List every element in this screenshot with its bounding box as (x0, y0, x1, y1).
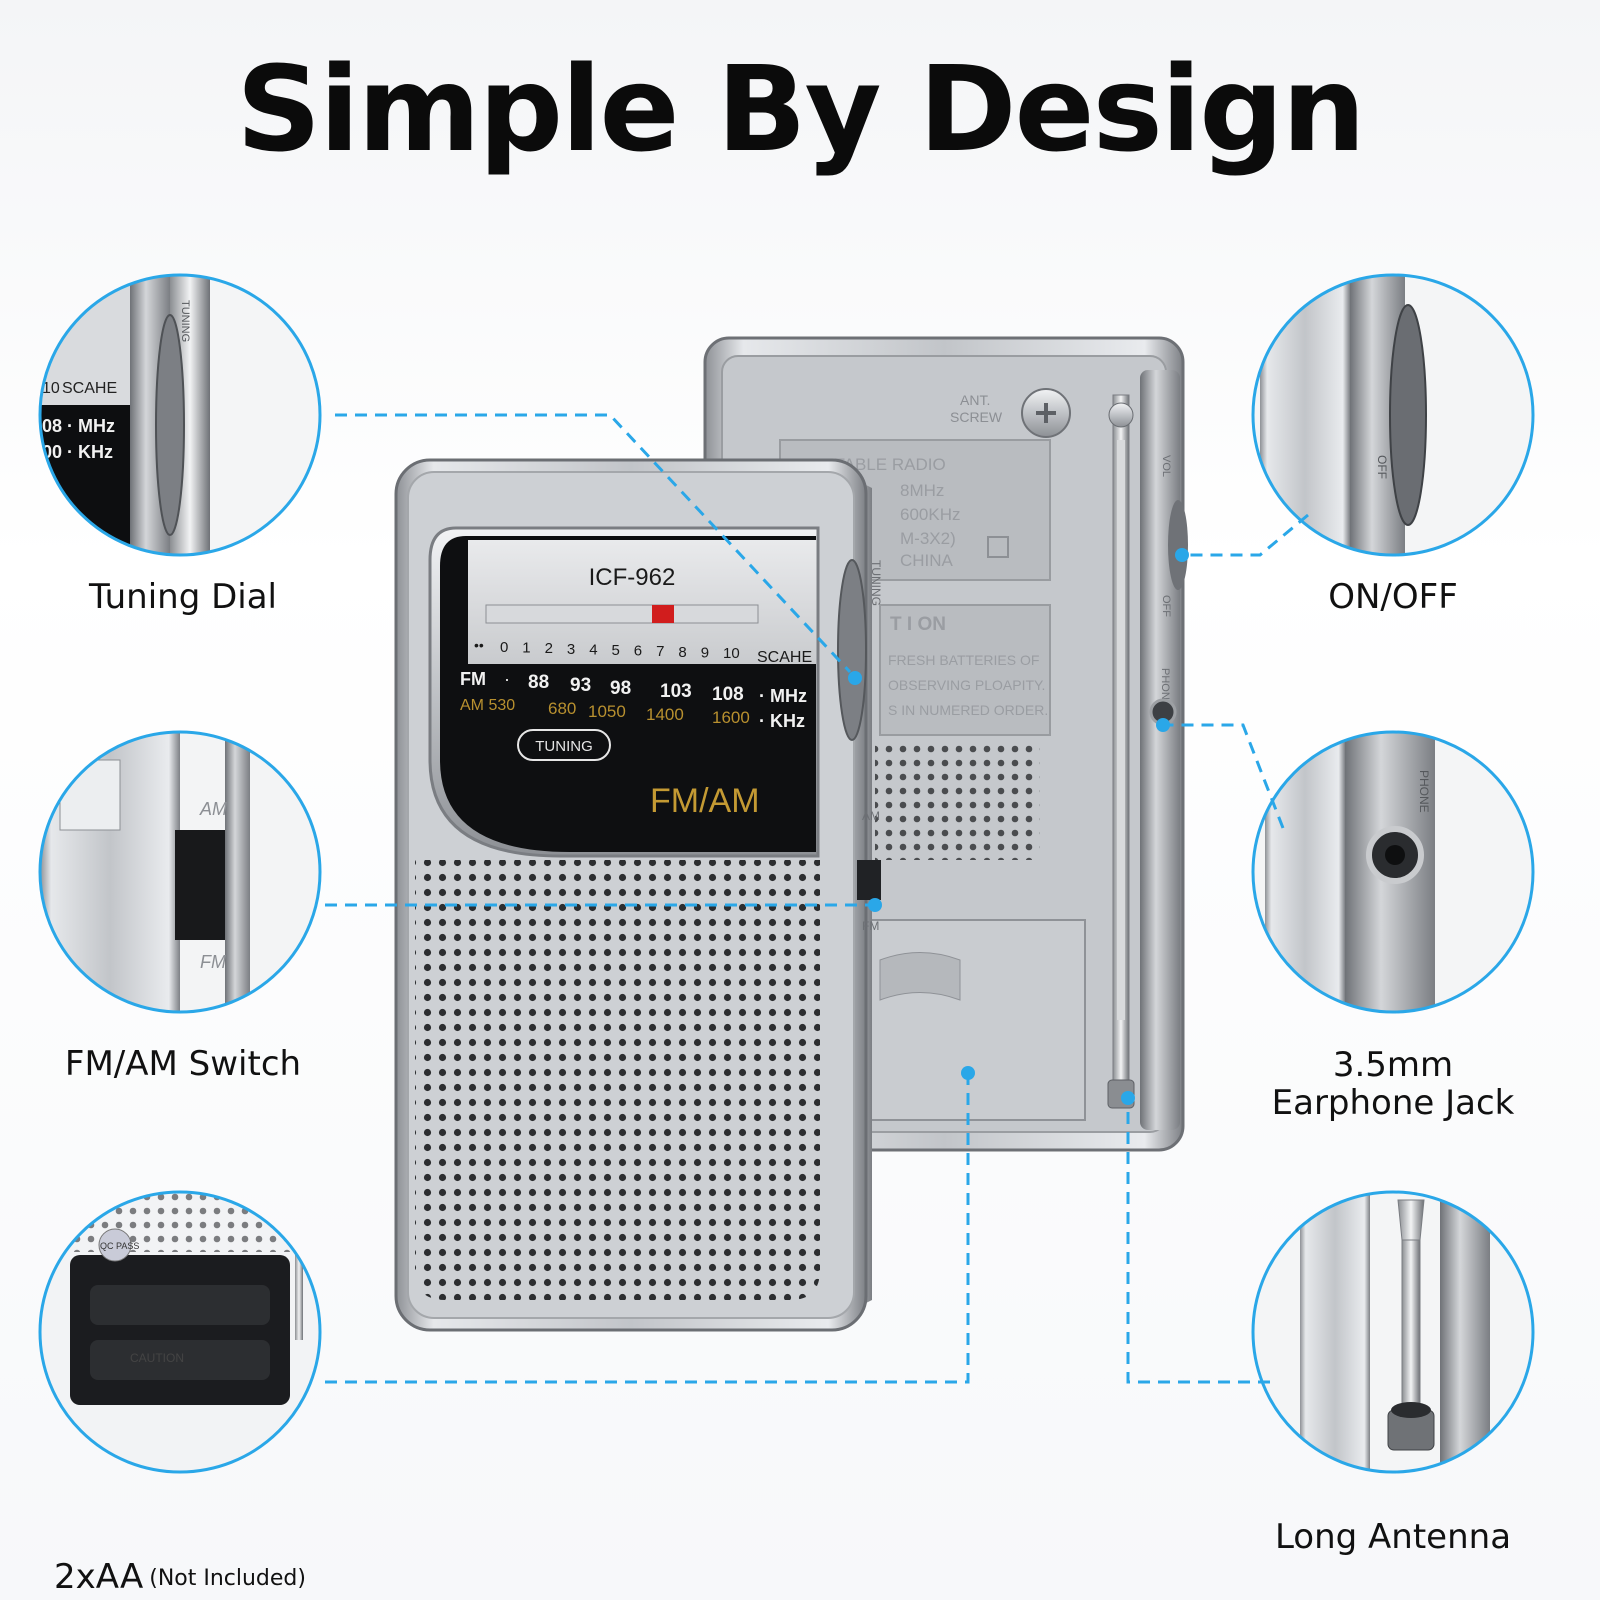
am-band-label: AM 530 (460, 697, 515, 714)
fm-value: 108 (712, 684, 744, 705)
leader-tuning-dial (335, 413, 852, 674)
label-battery: 2xAA(Not Included) (0, 1520, 380, 1598)
tuning-pill (517, 729, 611, 761)
am-unit: · KHz (759, 711, 805, 731)
am-value: 1600 (712, 708, 750, 727)
am-value: 1400 (646, 705, 684, 724)
fm-band-label: FM (460, 669, 486, 689)
leader-earphone (1165, 723, 1285, 829)
inset-qc-label: QC PASS (100, 1241, 139, 1251)
telescopic-antenna (1107, 394, 1135, 1109)
tuning-dial (837, 559, 867, 741)
inset-mhz: 08 · MHz (42, 416, 115, 436)
back-spec-line: CHINA (900, 551, 954, 570)
inset-antenna (1251, 1190, 1535, 1474)
scale-number: 9 (701, 644, 709, 661)
inset-side-label: TUNING (179, 300, 191, 342)
inset-caution-label: CAUTION (130, 1351, 184, 1365)
fm-frequency-values: 88 93 98 103 108 (528, 672, 744, 705)
fm-value: 98 (610, 678, 631, 699)
back-caution-line: OBSERVING PLOAPITY. (888, 677, 1045, 693)
inset-band-switch: AM FM (38, 730, 322, 1014)
inset-khz: 00 · KHz (42, 442, 113, 462)
scale-number: 6 (634, 643, 642, 660)
band-logo: FM/AM (650, 782, 760, 820)
tuning-indicator (652, 605, 674, 623)
scale-number: 8 (678, 644, 686, 661)
label-tuning-dial: Tuning Dial (89, 577, 277, 617)
label-earphone-jack: 3.5mm Earphone Jack (1271, 1045, 1515, 1123)
side-fm-label: FM (862, 919, 879, 933)
label-on-off: ON/OFF (1328, 577, 1458, 617)
scale-number: 1 (522, 640, 530, 657)
ant-screw-label: ANT. (960, 392, 990, 408)
am-value: 680 (548, 699, 576, 718)
side-phone-label: PHONE (1159, 668, 1171, 707)
side-off-label: OFF (1160, 595, 1172, 617)
label-battery-main: 2xAA (54, 1557, 144, 1597)
scale-number: 7 (656, 643, 664, 660)
inset-scale-num: 10 (42, 380, 60, 397)
scale-number: 5 (612, 642, 620, 659)
scale-number: 2 (545, 640, 553, 657)
label-battery-note: (Not Included) (149, 1565, 306, 1591)
label-long-antenna: Long Antenna (1274, 1517, 1512, 1557)
front-speaker-grille (415, 860, 820, 1300)
am-value: 1050 (588, 702, 626, 721)
side-am-label: AM (862, 809, 880, 823)
inset-phone-label: PHONE (1417, 770, 1431, 813)
inset-tuning-dial: SCAHE 10 08 · MHz 00 · KHz TUNING (38, 273, 322, 557)
inset-power-switch: OFF (1251, 273, 1535, 557)
back-caution-line: FRESH BATTERIES OF (888, 652, 1039, 668)
leader-lines (325, 413, 1309, 1384)
back-spec-line: 8MHz (900, 481, 944, 500)
fm-value: 88 (528, 672, 549, 693)
ant-screw: ANT. SCREW (950, 388, 1071, 438)
inset-battery-compartment: QC PASS CAUTION (38, 1190, 322, 1474)
scale-dots: •• (474, 637, 484, 653)
inset-am-label: AM (199, 799, 227, 819)
side-tuning-label: TUNING (869, 560, 883, 606)
tuning-scale-bar (485, 604, 759, 624)
headline: Simple By Design (236, 40, 1366, 178)
side-vol-label: VOL (1160, 455, 1172, 477)
inset-scale-word: SCAHE (62, 380, 117, 397)
scale-number: 3 (567, 641, 575, 658)
tuning-pill-label: TUNING (535, 738, 593, 755)
inset-fm-label: FM (200, 952, 226, 972)
band-switch (857, 860, 881, 900)
back-caution-line: S IN NUMERED ORDER. (888, 702, 1048, 718)
inset-off-label: OFF (1375, 455, 1389, 479)
scale-word: SCAHE (757, 649, 812, 666)
inset-earphone-jack: PHONE (1251, 730, 1535, 1014)
leader-dots (848, 548, 1189, 1105)
model-number: ICF-962 (589, 564, 676, 591)
leader-on-off (1183, 513, 1309, 557)
scale-number: 4 (589, 641, 597, 658)
fm-unit: · MHz (759, 686, 807, 706)
scale-number: 0 (500, 639, 508, 656)
battery-door (864, 919, 1086, 1121)
back-caution-title: T I ON (890, 614, 946, 635)
back-speaker-grille (875, 740, 1040, 860)
leader-antenna (1126, 1098, 1270, 1384)
back-spec-line: 600KHz (900, 505, 960, 524)
back-spec-line: M-3X2) (900, 529, 956, 548)
ant-screw-label: SCREW (950, 409, 1003, 425)
label-fm-am-switch: FM/AM Switch (64, 1044, 302, 1084)
am-frequency-values: 680 1050 1400 1600 (548, 699, 750, 727)
fm-value: 93 (570, 675, 591, 696)
leader-battery (325, 1075, 970, 1384)
volume-wheel (1168, 500, 1188, 590)
fm-value: 103 (660, 681, 692, 702)
fm-dot: · (504, 669, 510, 689)
scale-number: 10 (723, 645, 740, 662)
